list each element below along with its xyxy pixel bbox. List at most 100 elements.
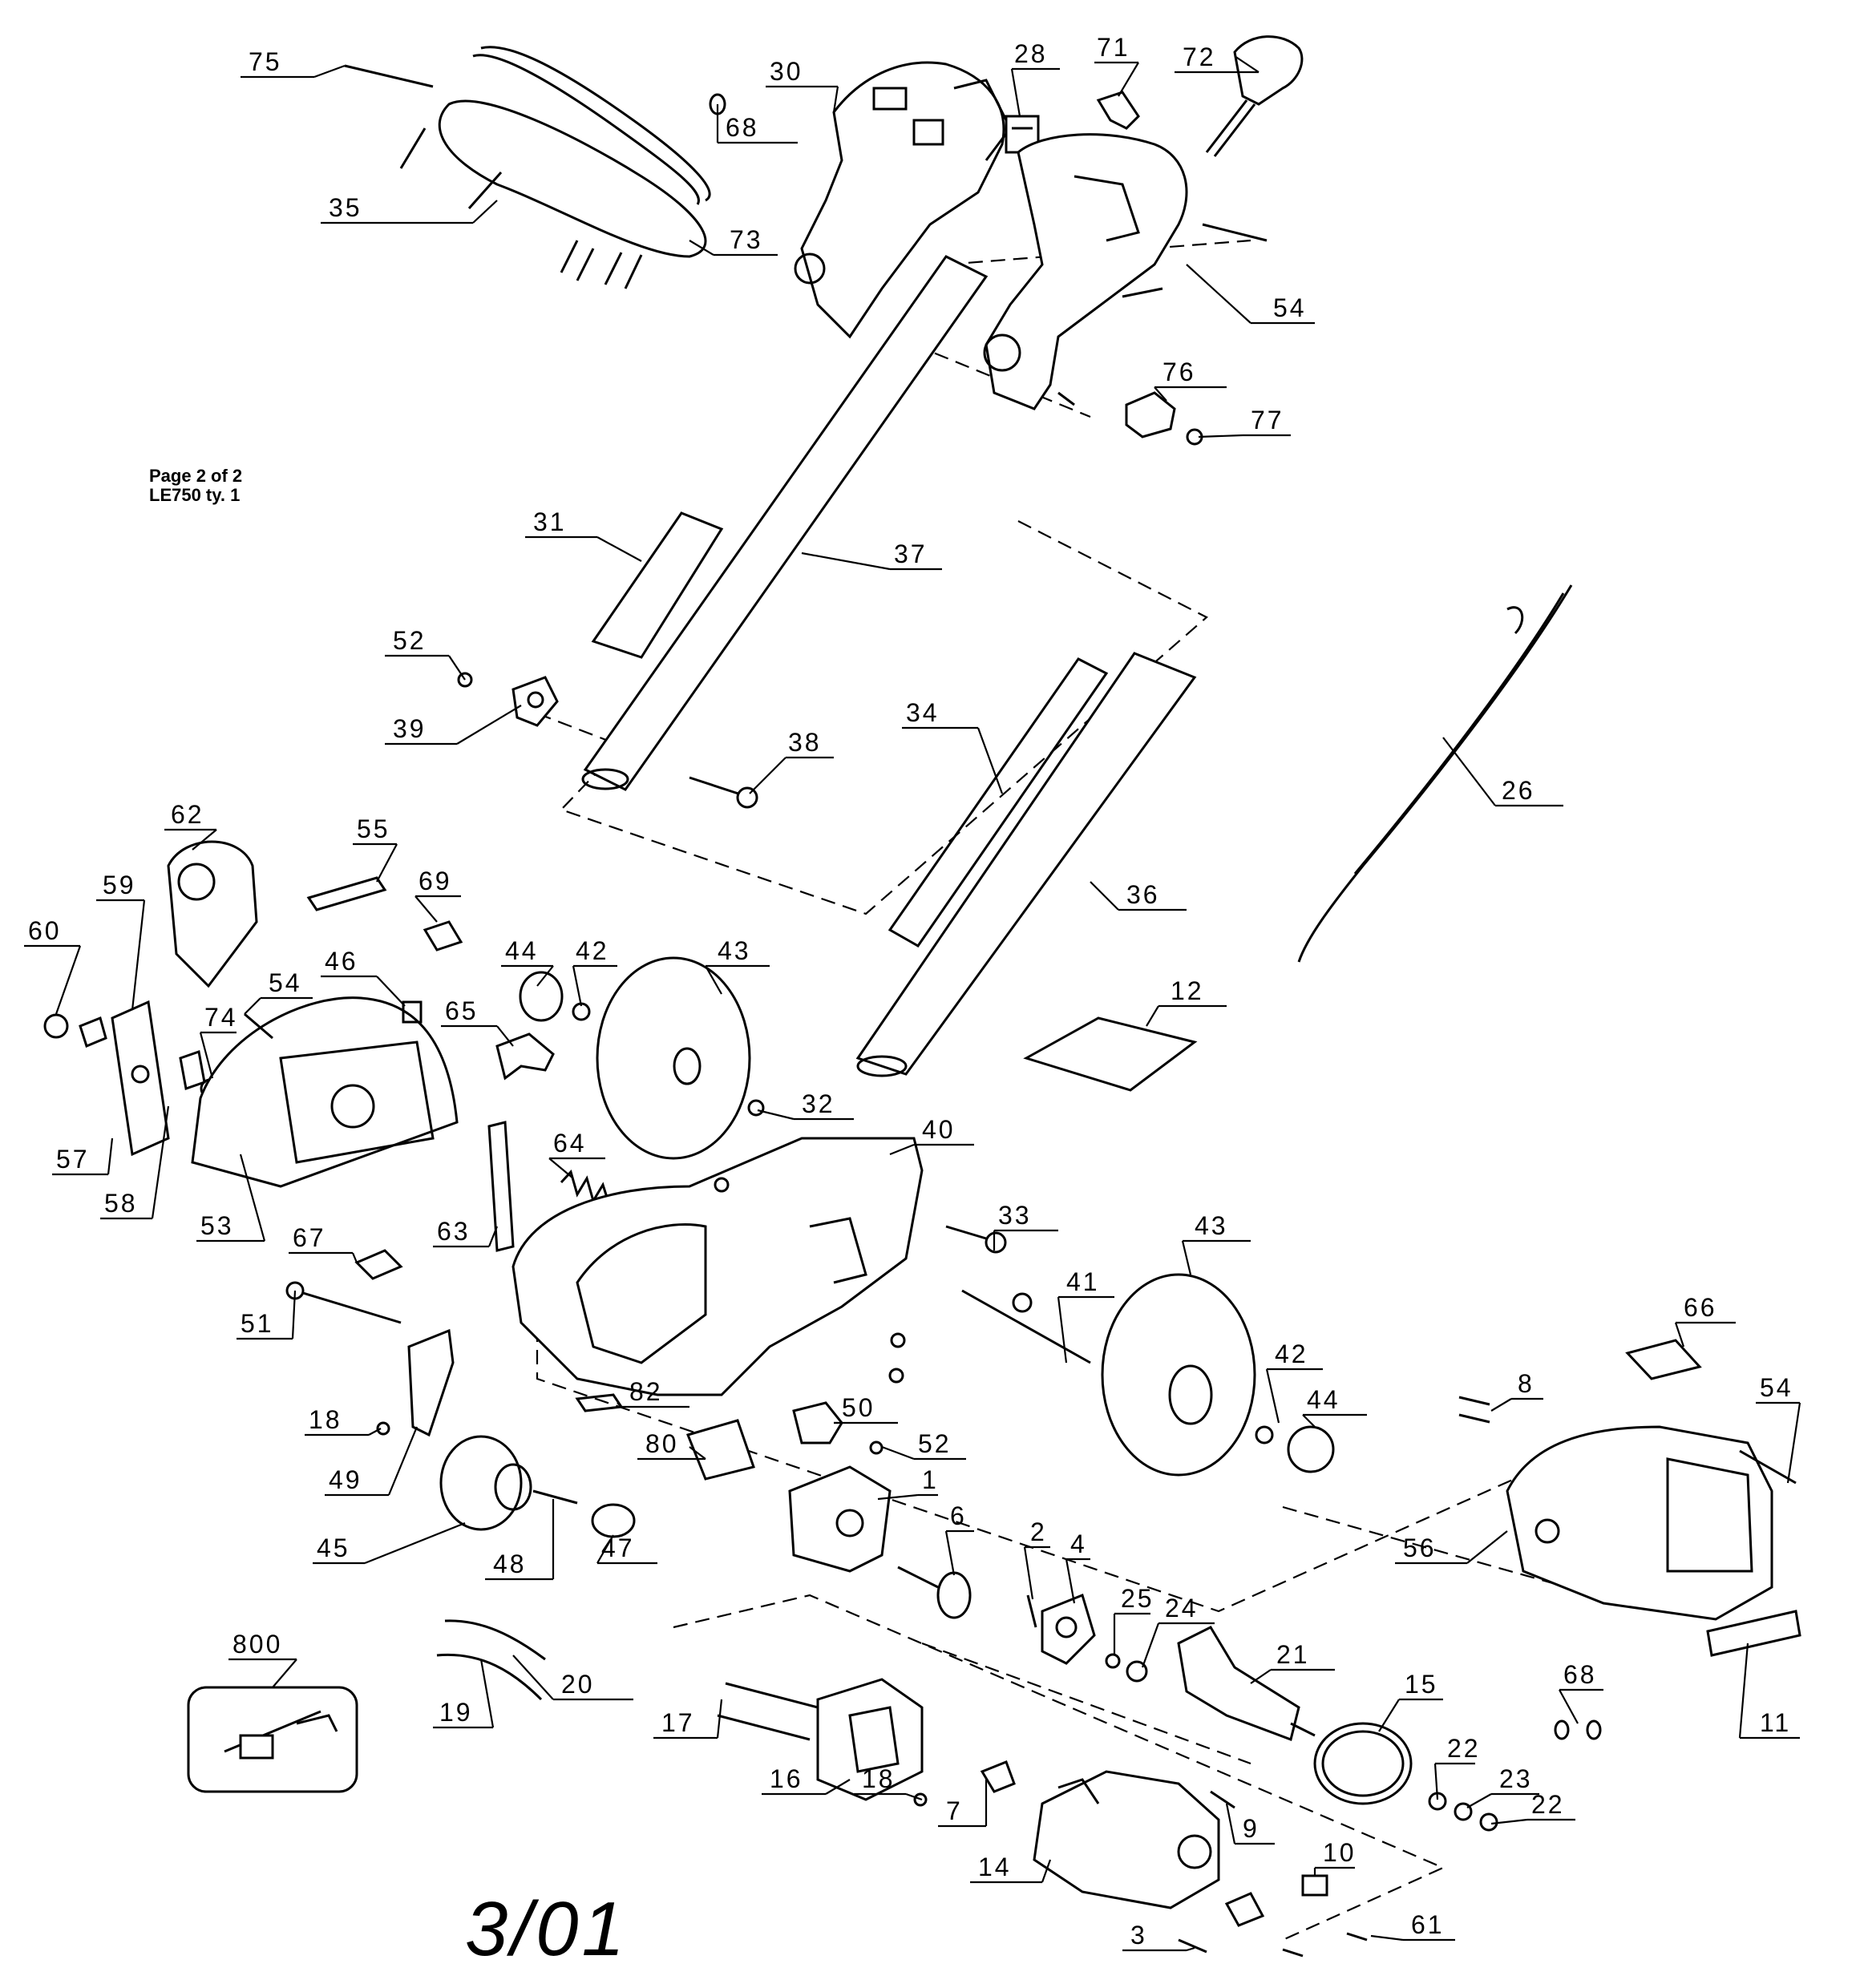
callout-73: 73 (689, 225, 778, 257)
leader-line (1154, 386, 1167, 402)
brush-cap-part (1224, 1892, 1265, 1927)
part-number-label: 43 (1195, 1211, 1228, 1240)
callout-82: 82 (617, 1377, 689, 1408)
part-number-label: 65 (445, 996, 479, 1025)
leader-line (1378, 1699, 1400, 1732)
callout-52: 52 (881, 1429, 966, 1461)
part-number-label: 2 (1030, 1517, 1047, 1546)
nut-60-part (43, 1013, 69, 1039)
callout-11: 11 (1738, 1643, 1800, 1740)
part-number-label: 52 (918, 1429, 952, 1458)
hubcap-44-upper-part (519, 971, 564, 1022)
part-number-label: 8 (1518, 1369, 1534, 1398)
leader-line (1466, 1530, 1508, 1564)
callout-46: 46 (321, 947, 406, 1007)
callout-43: 43 (1181, 1211, 1251, 1275)
part-number-label: 68 (726, 113, 759, 142)
baffle-15-part (1313, 1722, 1413, 1805)
part-number-label: 37 (894, 539, 928, 568)
part-number-label: 63 (437, 1217, 471, 1246)
washer-25-part (1105, 1653, 1121, 1669)
callout-47: 47 (596, 1533, 657, 1565)
part-number-label: 19 (439, 1698, 473, 1727)
part-number-label: 44 (505, 936, 539, 965)
callout-39: 39 (385, 705, 522, 746)
part-number-label: 1 (922, 1465, 939, 1494)
part-number-label: 54 (1273, 293, 1307, 322)
depth-wheel-45-part (439, 1435, 532, 1531)
callout-25: 25 (1113, 1584, 1152, 1655)
leader-line (272, 1659, 297, 1688)
part-number-label: 40 (922, 1115, 956, 1144)
callout-7: 7 (938, 1780, 988, 1828)
part-number-label: 22 (1531, 1790, 1565, 1819)
leader-line (548, 1158, 574, 1179)
callout-21: 21 (1250, 1640, 1335, 1684)
callout-14: 14 (970, 1853, 1052, 1884)
callout-35: 35 (321, 193, 498, 224)
callout-55: 55 (353, 814, 398, 883)
axle-41-part (961, 1289, 1091, 1364)
callout-19: 19 (433, 1659, 495, 1729)
leader-line (1442, 737, 1496, 806)
part-number-label: 4 (1070, 1529, 1087, 1558)
leader-line (368, 1428, 382, 1436)
leader-line (825, 1779, 851, 1795)
callout-28: 28 (1010, 39, 1060, 117)
motor-group-boundary (673, 1594, 1446, 1942)
callout-31: 31 (525, 507, 642, 562)
part-number-label: 21 (1276, 1640, 1310, 1669)
leader-line (107, 1137, 114, 1175)
knob-50-part (792, 1401, 843, 1445)
callout-30: 30 (766, 57, 839, 113)
callout-10: 10 (1313, 1838, 1355, 1876)
callout-62: 62 (164, 800, 217, 851)
cord-plug-part (1205, 35, 1304, 157)
leader-line (572, 965, 583, 1007)
callout-80: 80 (637, 1429, 706, 1461)
handle-knob-part (1125, 391, 1176, 438)
callout-3: 3 (1122, 1921, 1195, 1952)
part-number-label: 57 (56, 1145, 90, 1174)
leader-line (689, 240, 714, 256)
label-12-part (1023, 1016, 1198, 1092)
callout-69: 69 (414, 867, 461, 923)
part-number-label: 41 (1066, 1267, 1100, 1296)
part-number-label: 31 (533, 507, 567, 536)
part-number-label: 74 (204, 1003, 238, 1032)
leader-line (1186, 264, 1251, 324)
clip-65-part (495, 1032, 555, 1081)
leader-line (1234, 55, 1260, 73)
leader-line (1186, 1946, 1195, 1952)
screw-3-part (1178, 1938, 1207, 1954)
callout-800: 800 (228, 1630, 297, 1688)
callout-63: 63 (433, 1217, 499, 1248)
brush-holder-4-part (1041, 1593, 1096, 1665)
callout-77: 77 (1198, 406, 1291, 438)
leader-line (199, 1032, 214, 1079)
callout-57: 57 (52, 1137, 114, 1176)
power-cord-part (1297, 584, 1573, 963)
label-46-part (402, 1000, 423, 1024)
callout-72: 72 (1175, 42, 1260, 74)
part-number-label: 80 (645, 1429, 679, 1458)
motor-cover-axis (1282, 1505, 1596, 1597)
leader-line (244, 997, 261, 1015)
leader-line (448, 655, 466, 681)
leader-line (1065, 1558, 1076, 1604)
part-number-label: 56 (1403, 1533, 1437, 1562)
pivot-arm-49-part (407, 1328, 455, 1437)
callout-48: 48 (485, 1499, 555, 1581)
callout-42: 42 (572, 936, 617, 1007)
callout-9: 9 (1225, 1803, 1275, 1845)
leader-line (1023, 1546, 1034, 1600)
callout-12: 12 (1146, 976, 1227, 1027)
callout-22: 22 (1433, 1734, 1478, 1800)
part-number-label: 15 (1405, 1670, 1438, 1699)
leader-line (1302, 1414, 1316, 1428)
washer-22b-part (1479, 1812, 1498, 1832)
callout-20: 20 (512, 1655, 633, 1701)
part-number-label: 26 (1502, 776, 1535, 805)
pinion-6-part (897, 1566, 972, 1619)
